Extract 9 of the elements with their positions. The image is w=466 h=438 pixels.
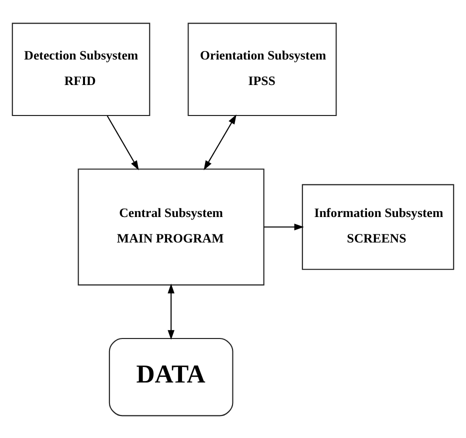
node-box: Information Subsystem SCREENS: [302, 184, 454, 270]
arrow: [204, 114, 236, 170]
node-box: DATA: [108, 337, 234, 416]
arrow: [264, 223, 304, 230]
arrow: [106, 115, 139, 170]
node-box: Orientation Subsystem IPSS: [188, 22, 337, 116]
node-box: Detection Subsystem RFID: [12, 22, 150, 116]
arrow: [168, 283, 174, 340]
node-box: Central Subsystem MAIN PROGRAM: [78, 168, 264, 285]
